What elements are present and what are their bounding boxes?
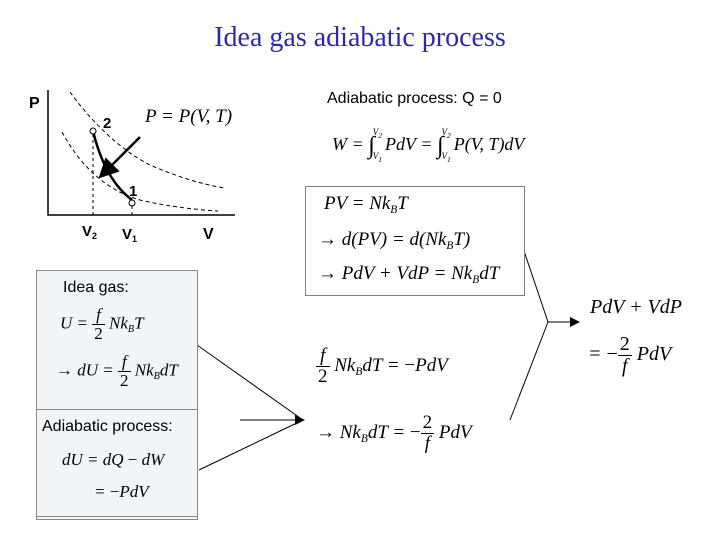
ideal-gas-law-line3: → PdV + VdP = NkBdT	[318, 263, 500, 286]
idea-gas-label: Idea gas:	[63, 279, 129, 296]
dashed-curve-lower	[61, 131, 219, 212]
arrow-mid-to-right	[509, 321, 549, 421]
ideal-gas-law-box: PV = NkBT → d(PV) = d(NkBT) → PdV + VdP …	[305, 186, 525, 296]
p-axis	[47, 90, 235, 216]
adiabatic-label: Adiabatic process:	[42, 418, 173, 435]
p-axis-label: P	[29, 95, 40, 112]
arrow-adiabatic-to-result	[198, 419, 304, 471]
pointer-arrow	[98, 136, 141, 179]
v-axis-label: V	[203, 226, 214, 243]
adiabatic-panel	[36, 409, 198, 517]
right-result-line1: PdV + VdP	[590, 296, 683, 318]
dashed-curve-upper	[69, 91, 226, 189]
arrow-idea-gas-to-result	[196, 344, 304, 421]
v2-label: V2	[82, 223, 98, 242]
first-law-equation: dU = dQ − dW	[62, 450, 165, 469]
state-1-label: 1	[129, 183, 138, 200]
ideal-gas-law-line2: → d(PV) = d(NkBT)	[318, 229, 471, 252]
adiabatic-header: Adiabatic process: Q = 0	[327, 90, 502, 107]
state-point-1	[128, 199, 136, 207]
ideal-gas-law-line1: PV = NkBT	[324, 193, 408, 216]
arrow-top-box-to-right	[521, 244, 549, 323]
page-title: Idea gas adiabatic process	[214, 22, 506, 53]
v1-label: V1	[122, 226, 138, 245]
work-substitution: = −PdV	[94, 482, 149, 501]
state-point-2	[89, 127, 97, 135]
state-equation: P = P(V, T)	[145, 106, 233, 127]
state-2-label: 2	[103, 115, 112, 132]
